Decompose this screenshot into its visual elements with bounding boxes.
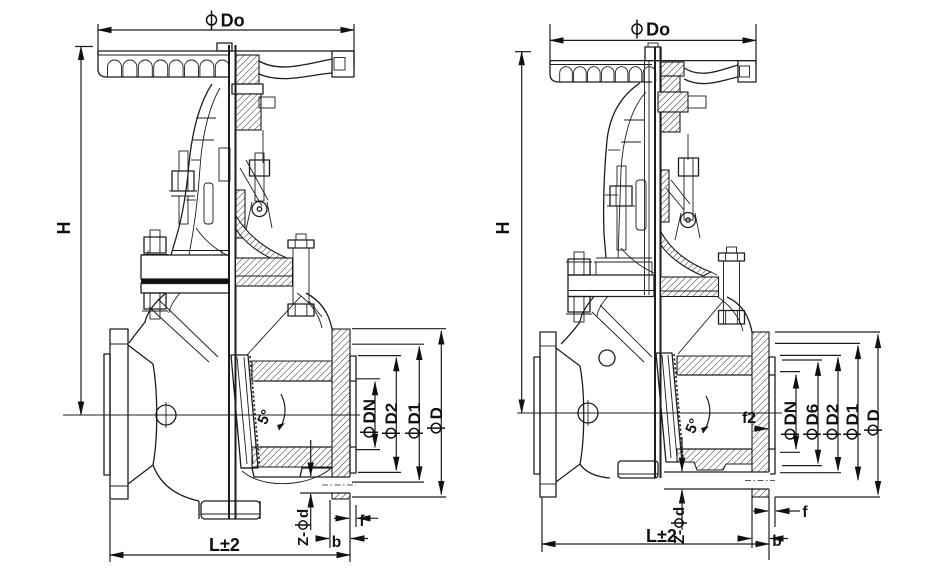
svg-text:d: d — [295, 509, 312, 518]
svg-text:Do: Do — [646, 20, 670, 40]
svg-text:f: f — [359, 513, 365, 530]
svg-text:f2: f2 — [742, 410, 756, 427]
svg-text:DN: DN — [781, 401, 800, 426]
svg-text:b: b — [772, 533, 781, 550]
svg-text:f: f — [802, 504, 808, 521]
svg-text:Z-: Z- — [295, 532, 312, 546]
svg-text:D6: D6 — [803, 404, 822, 426]
svg-text:d: d — [671, 507, 688, 516]
svg-text:DN: DN — [360, 399, 379, 424]
svg-text:D1: D1 — [405, 403, 424, 425]
svg-text:L±2: L±2 — [209, 535, 240, 555]
svg-text:D: D — [864, 409, 883, 421]
svg-text:D2: D2 — [823, 404, 842, 426]
svg-text:b: b — [332, 534, 341, 551]
svg-text:Z-: Z- — [671, 530, 688, 544]
svg-text:D1: D1 — [843, 404, 862, 426]
svg-text:H: H — [54, 222, 74, 235]
svg-text:5°: 5° — [682, 416, 703, 436]
svg-text:L±2: L±2 — [646, 526, 677, 546]
svg-text:5°: 5° — [254, 407, 275, 427]
svg-text:D: D — [427, 407, 446, 419]
svg-text:H: H — [493, 222, 513, 235]
svg-text:D2: D2 — [382, 403, 401, 425]
svg-text:Do: Do — [221, 11, 245, 31]
